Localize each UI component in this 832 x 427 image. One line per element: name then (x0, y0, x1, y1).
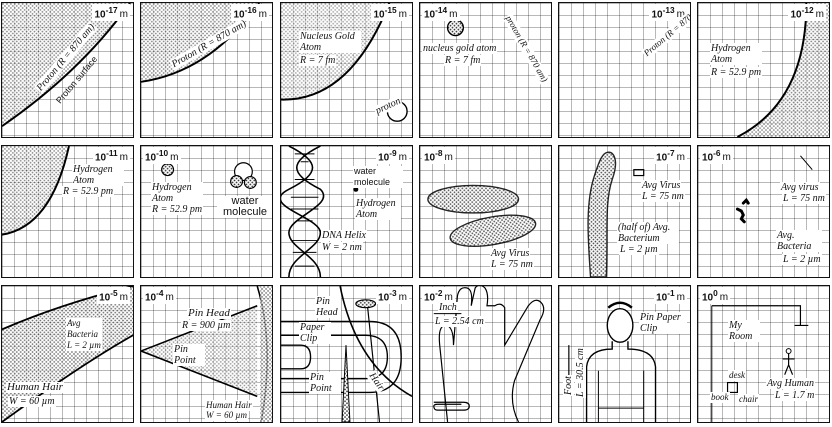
hydrogen-atom-label: Hydrogen Atom (355, 198, 401, 220)
pin-head-label: Pin Head (315, 296, 341, 318)
paper-clip-label: Paper Clip (299, 322, 331, 344)
virus-length-label: L = 75 nm (490, 259, 534, 270)
pin-point-label: Pin Point (173, 344, 205, 366)
bacteria-label: Avg Bacteria (66, 318, 102, 340)
dna-helix-label: DNA Helix (321, 230, 367, 241)
radius-label: R = 7 fm (299, 55, 337, 66)
book-label: book (710, 392, 730, 403)
water-molecule-label: water molecule (217, 196, 272, 218)
avg-human-label: Avg Human (766, 378, 815, 389)
pin-paper-clip-label: Pin Paper Clip (639, 312, 687, 334)
proton-boundary (141, 3, 260, 83)
hair-width-label: W = 60 µm (8, 396, 56, 407)
proton-boundary (2, 3, 131, 137)
radius-label: R = 52.9 pm (151, 204, 204, 215)
atom-shapes (161, 162, 257, 189)
nucleus-gold-label: nucleus gold atom (422, 43, 498, 54)
hydrogen-boundary (2, 146, 70, 236)
inch-label: Inch (438, 302, 458, 313)
human-hair-label: Human Hair (6, 381, 64, 393)
bacteria-label: Avg. Bacteria (776, 230, 822, 252)
foot-label: Foot (563, 375, 574, 396)
virus-length-label: L = 75 nm (641, 191, 685, 202)
bacterium-label: (half of) Avg. Bacterium (617, 222, 679, 244)
virus-label: Avg Virus (641, 180, 682, 191)
panel-1e-13: 10-13m Proton (R = 870 am) (558, 2, 691, 138)
hand-drawing (433, 286, 545, 422)
nucleus-gold-label: Nucleus Gold Atom (299, 31, 361, 53)
chair-label: chair (738, 394, 759, 405)
hydrogen-atom-label: Hydrogen Atom (710, 43, 762, 65)
hydrogen-atom-label: Hydrogen Atom (72, 164, 124, 186)
dna-helix-drawing (281, 146, 359, 277)
pin-head-radius-label: R = 900 µm (181, 320, 232, 331)
inch-length-label: L = 2.54 cm (434, 316, 485, 327)
pin-point-label: Pin Point (309, 372, 341, 394)
bacterium-shape (587, 151, 645, 277)
pin-head-label: Pin Head (187, 307, 231, 319)
my-room-label: My Room (728, 320, 760, 342)
bacteria-shapes (735, 155, 813, 224)
room-drawing (711, 305, 809, 422)
human-hair-label: Human Hair (205, 400, 253, 411)
radius-label: R = 52.9 pm (710, 67, 763, 78)
bacteria-length-label: L = 2 µm (782, 254, 822, 265)
radius-label: R = 7 fm (444, 55, 482, 66)
foot-length-label: L = 30.5 cm (575, 347, 586, 398)
virus-length-label: L = 75 nm (782, 193, 826, 204)
bacterium-length-label: L = 2 µm (619, 244, 659, 255)
virus-label: Avg Virus (490, 248, 531, 259)
human-length-label: L = 1.7 m (774, 390, 816, 401)
nucleus-shapes (281, 3, 408, 122)
pin-and-clip-drawing (281, 286, 412, 422)
bacteria-length-label: L = 2 µm (66, 340, 102, 351)
dna-width-label: W = 2 nm (321, 242, 363, 253)
virus-shapes (427, 184, 537, 247)
hydrogen-boundary (736, 3, 829, 137)
hydrogen-atom-label: Hydrogen Atom (151, 182, 203, 204)
virus-label: Avg virus (780, 182, 820, 193)
hair-width-label: W = 60 µm (205, 410, 249, 421)
desk-label: desk (728, 370, 746, 381)
radius-label: R = 52.9 pm (62, 186, 115, 197)
water-molecule-label: water molecule (353, 166, 403, 188)
